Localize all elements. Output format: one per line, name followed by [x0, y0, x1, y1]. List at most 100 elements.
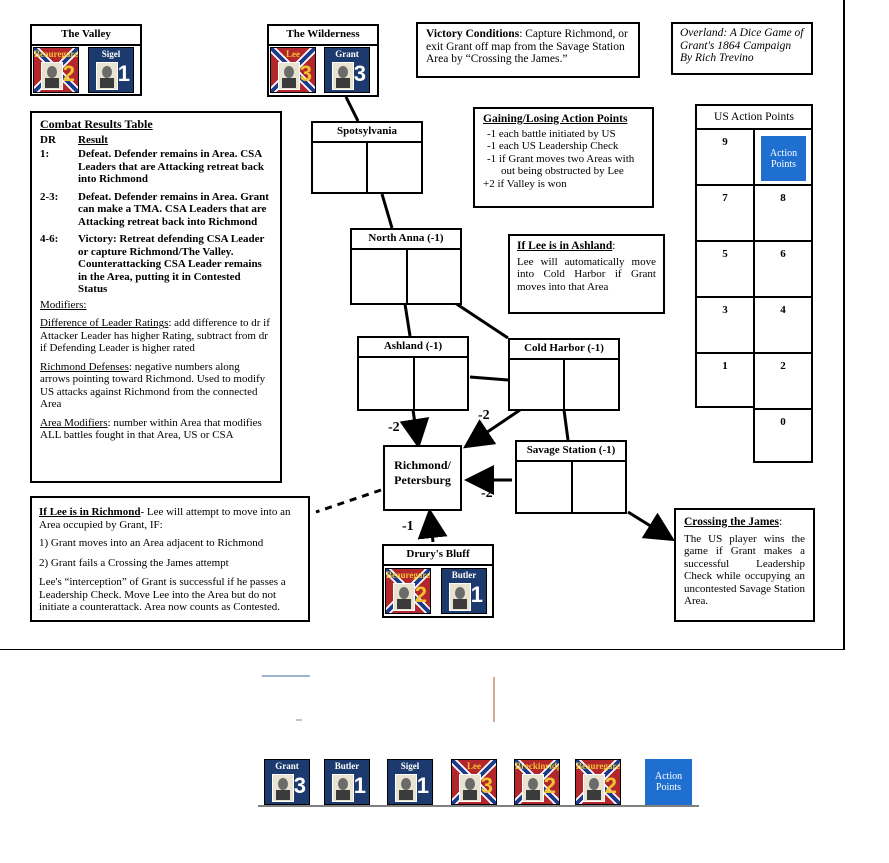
portrait-icon	[278, 62, 300, 90]
strip-counter-breckinridge[interactable]: Breckinridge 2	[514, 759, 560, 805]
counter-rating: 2	[414, 582, 427, 607]
counter-lee[interactable]: Lee 3	[270, 47, 316, 93]
action-points-marker[interactable]: Action Points	[761, 136, 806, 181]
area-north-anna-title: North Anna (-1)	[350, 228, 462, 250]
counter-name: Lee	[286, 49, 300, 59]
counter-rating: 3	[299, 61, 312, 86]
counter-rating: 2	[62, 61, 75, 86]
lee-richmond-intro: - Lee will attempt to move into an Area …	[39, 506, 291, 531]
ap-rules-heading: Gaining/Losing Action Points	[483, 113, 628, 125]
area-ashland-slot-1[interactable]	[357, 356, 415, 411]
portrait-icon	[583, 774, 605, 802]
area-spotsylvania-slot-2[interactable]	[366, 141, 423, 194]
line-northanna-ashland	[403, 303, 412, 337]
ap-cell-5[interactable]: 5	[695, 240, 755, 298]
ap-marker-label: Action Points	[654, 771, 683, 793]
lee-richmond-outro: Lee's “interception” of Grant is success…	[39, 576, 286, 613]
area-cold-harbor-slot-1[interactable]	[508, 358, 565, 411]
strip-counter-lee[interactable]: Lee 3	[451, 759, 497, 805]
counter-name: Sigel	[400, 761, 420, 771]
counter-rating: 3	[293, 773, 306, 798]
counter-rating: 1	[470, 582, 483, 607]
strip-counter-butler[interactable]: Butler 1	[324, 759, 370, 805]
victory-heading: Victory Conditions	[426, 28, 520, 40]
line-spotsylvania-northanna	[380, 193, 394, 229]
arrow-coldharbor-richmond	[463, 408, 521, 449]
line-ashland-coldharbor	[469, 375, 509, 382]
lee-ashland-box: If Lee is in Ashland: Lee will automatic…	[508, 234, 665, 314]
crt-col-dr: DR	[40, 133, 56, 146]
ap-cell-3[interactable]: 3	[695, 296, 755, 354]
mod2-heading: Richmond Defenses	[40, 360, 129, 373]
area-savage-station-title: Savage Station (-1)	[515, 440, 627, 462]
strip-action-points-marker[interactable]: Action Points	[645, 759, 692, 805]
ap-cell-1[interactable]: 1	[695, 352, 755, 408]
area-richmond-petersburg[interactable]: Richmond/ Petersburg	[383, 445, 462, 511]
counter-name: Grant	[335, 49, 359, 59]
counter-rating: 1	[117, 61, 130, 86]
lee-ashland-heading: If Lee is in Ashland	[517, 240, 613, 252]
crt-row: 2-3: Defeat. Defender remains in Area. G…	[40, 191, 272, 229]
counter-rating: 3	[480, 773, 493, 798]
area-ashland-title: Ashland (-1)	[357, 336, 469, 358]
crossing-the-james-box: Crossing the James: The US player wins t…	[674, 508, 815, 622]
mod1-heading: Difference of Leader Ratings	[40, 317, 169, 329]
portrait-icon	[272, 774, 294, 802]
area-cold-harbor-slot-2[interactable]	[563, 358, 620, 411]
line-wilderness-spotsylvania	[344, 96, 360, 122]
dashed-richmond-lee	[315, 488, 382, 514]
modifier-savage-richmond: -2	[481, 486, 493, 501]
modifier-ashland-richmond: -2	[388, 420, 400, 435]
strip-counter-sigel[interactable]: Sigel 1	[387, 759, 433, 805]
counter-beauregard-drurys[interactable]: Beauregard 2	[385, 568, 431, 614]
area-savage-station-slot-1[interactable]	[515, 460, 573, 514]
strip-counter-beauregard[interactable]: Beauregard 2	[575, 759, 621, 805]
map-bottom-border	[0, 649, 845, 650]
counter-grant[interactable]: Grant 3	[324, 47, 370, 93]
crossing-heading: Crossing the James	[684, 516, 779, 528]
crt-heading: Combat Results Table	[40, 117, 153, 131]
area-ashland-slot-2[interactable]	[413, 356, 469, 411]
ap-cell-7[interactable]: 7	[695, 184, 755, 242]
area-spotsylvania-slot-1[interactable]	[311, 141, 368, 194]
ap-cell-2[interactable]: 2	[753, 352, 813, 410]
strip-counter-grant[interactable]: Grant 3	[264, 759, 310, 805]
crt-dr: 4-6:	[40, 233, 59, 245]
counter-sigel[interactable]: Sigel 1	[88, 47, 134, 93]
area-north-anna-slot-1[interactable]	[350, 248, 408, 305]
crossing-text: The US player wins the game if Grant mak…	[684, 532, 805, 608]
area-savage-station-slot-2[interactable]	[571, 460, 627, 514]
counter-name: Butler	[451, 570, 477, 580]
portrait-icon	[41, 62, 63, 90]
crt-dr: 2-3:	[40, 190, 59, 203]
lee-richmond-box: If Lee is in Richmond- Lee will attempt …	[30, 496, 310, 622]
ap-rule-line: +2 if Valley is won	[483, 177, 567, 190]
modifier-drurys-richmond: -1	[402, 519, 414, 534]
ap-cell-8[interactable]: 8	[753, 184, 813, 242]
crt-col-result: Result	[78, 133, 108, 146]
counter-rating: 2	[604, 773, 617, 798]
counter-beauregard[interactable]: Beauregard 2	[33, 47, 79, 93]
arrow-drurys-richmond	[417, 508, 448, 543]
mod3-text: : number within Area that modifies ALL b…	[40, 416, 262, 442]
crt-dr: 1:	[40, 148, 50, 160]
counter-rating: 1	[353, 773, 366, 798]
portrait-icon	[522, 774, 544, 802]
ap-rule-line: -1 each battle initiated by US	[487, 127, 616, 140]
area-north-anna-slot-2[interactable]	[406, 248, 462, 305]
us-ap-heading: US Action Points	[695, 104, 813, 130]
ap-rule-line: out being obstructed by Lee	[501, 165, 624, 177]
ap-cell-4[interactable]: 4	[753, 296, 813, 354]
counter-name: Beauregard	[576, 761, 621, 771]
counter-butler-drurys[interactable]: Butler 1	[441, 568, 487, 614]
arrow-ashland-richmond	[399, 409, 430, 449]
mod3-heading: Area Modifiers	[40, 416, 108, 429]
crt-mod-leader-ratings: Difference of Leader Ratings: add differ…	[40, 317, 272, 355]
title-line-3: By Rich Trevino	[680, 52, 754, 64]
map-right-border	[843, 0, 845, 650]
portrait-icon	[395, 774, 417, 802]
ap-cell-9[interactable]: 9	[695, 128, 755, 186]
ap-cell-6[interactable]: 6	[753, 240, 813, 298]
ap-cell-0[interactable]: 0	[753, 408, 813, 463]
ap-rule-line: -1 if Grant moves two Areas with	[487, 152, 635, 165]
